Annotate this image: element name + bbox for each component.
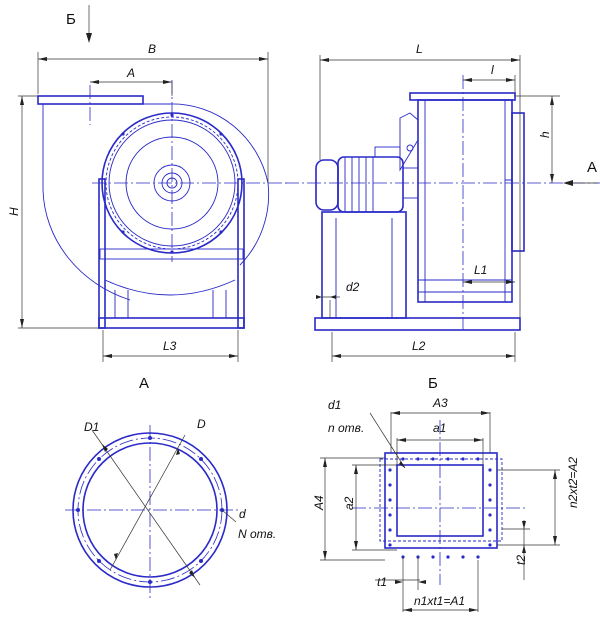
dim-A3: A3 xyxy=(432,396,448,410)
dim-L1: L1 xyxy=(474,263,487,277)
dim-n2xt2-A2: n2xt2=A2 xyxy=(566,457,580,508)
dim-L3: L3 xyxy=(163,339,177,353)
inlet-flange xyxy=(511,112,525,252)
side-base xyxy=(314,317,521,331)
dim-h: h xyxy=(538,131,552,138)
view-b-flange xyxy=(320,411,560,612)
dim-d: d xyxy=(239,507,246,521)
motor-body xyxy=(337,156,404,213)
dim-d2: d2 xyxy=(346,280,360,294)
frame-crossbar xyxy=(99,248,244,260)
dim-l: l xyxy=(491,63,494,77)
outlet-flange xyxy=(37,95,144,105)
dim-N-holes: N отв. xyxy=(238,527,276,541)
view-b-arrow-label: Б xyxy=(66,11,76,28)
scroll-casing xyxy=(42,103,270,301)
dim-A4: A4 xyxy=(312,495,326,511)
dim-B: B xyxy=(148,42,156,56)
motor-fan-cover xyxy=(315,159,339,211)
dim-D1: D1 xyxy=(84,420,99,434)
dim-a1: a1 xyxy=(433,421,446,435)
dim-n1xt1-A1: n1xt1=A1 xyxy=(414,594,465,608)
terminal-box xyxy=(374,146,401,158)
view-a-flange xyxy=(65,425,238,598)
dim-d1: d1 xyxy=(328,398,341,412)
dim-D: D xyxy=(197,417,206,431)
side-view xyxy=(285,55,600,362)
view-a-arrow-label: A xyxy=(587,159,597,176)
view-a-title: A xyxy=(139,375,149,392)
dim-A: A xyxy=(126,66,135,80)
dim-n-holes: n отв. xyxy=(328,421,364,435)
dim-t2: t2 xyxy=(514,555,528,565)
motor-stand xyxy=(321,211,407,319)
dim-L2: L2 xyxy=(412,339,426,353)
dim-t1: t1 xyxy=(377,575,387,589)
top-flange xyxy=(409,92,516,101)
dim-a2: a2 xyxy=(342,496,356,510)
front-view xyxy=(18,5,290,362)
dim-H: H xyxy=(7,207,21,216)
casing-body xyxy=(417,99,513,303)
frame-base xyxy=(98,317,245,329)
dim-L: L xyxy=(416,42,423,56)
scroll-bottom xyxy=(104,279,236,296)
view-b-title: Б xyxy=(428,375,438,392)
